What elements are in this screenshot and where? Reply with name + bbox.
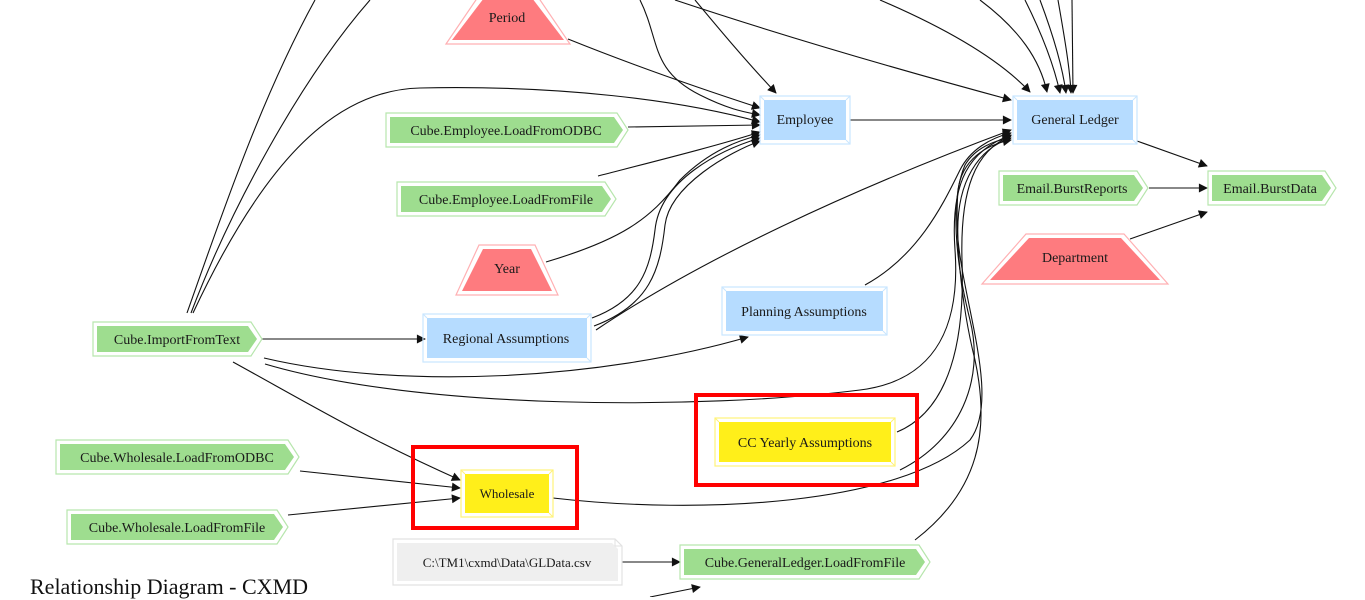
node-employee[interactable]: Employee [759, 95, 851, 145]
edge-regional-gl [595, 128, 1012, 331]
node-cc-yearly-assumptions[interactable]: CC Yearly Assumptions [714, 417, 896, 467]
edge [186, 0, 316, 314]
node-wholesale-load-from-odbc[interactable]: Cube.Wholesale.LoadFromODBC [55, 439, 300, 475]
node-period[interactable]: Period [444, 0, 572, 45]
edge-gl-burstdata [1136, 140, 1208, 168]
edge-empfile-employee [597, 130, 761, 177]
node-wholesale[interactable]: Wholesale [460, 469, 554, 518]
node-label: Cube.Wholesale.LoadFromFile [89, 521, 266, 536]
node-label: Cube.GeneralLedger.LoadFromFile [705, 556, 906, 571]
node-label: Cube.Employee.LoadFromODBC [410, 124, 601, 139]
edge-import-gl [264, 133, 1012, 404]
node-employee-load-from-file[interactable]: Cube.Employee.LoadFromFile [396, 181, 617, 217]
node-planning-assumptions[interactable]: Planning Assumptions [721, 286, 888, 336]
edge-regional-employee-2 [593, 139, 761, 327]
edge-import-employee [192, 87, 761, 314]
nodes: Period Employee General Ledger Cube.Empl… [55, 0, 1337, 586]
node-regional-assumptions[interactable]: Regional Assumptions [422, 313, 592, 363]
node-label: Email.BurstReports [1017, 182, 1128, 197]
edge-glfile-gl [914, 137, 1012, 541]
edges [186, 0, 1208, 597]
edge [190, 0, 371, 314]
edge-period-employee [567, 38, 761, 110]
highlight-box-wholesale [411, 445, 579, 530]
node-label: Department [1042, 251, 1108, 266]
highlight-boxes [411, 393, 919, 530]
edge [1039, 0, 1070, 94]
edge-ccyearly-gl [896, 134, 1012, 433]
edge-import-wholesale [232, 361, 461, 481]
edge-planning-gl [864, 130, 1012, 286]
edge [694, 0, 777, 94]
node-department[interactable]: Department [980, 233, 1170, 285]
node-year[interactable]: Year [455, 244, 559, 296]
edge [674, 0, 1012, 103]
node-label: Cube.ImportFromText [114, 333, 240, 348]
edge-import-planning [263, 334, 749, 378]
node-general-ledger[interactable]: General Ledger [1012, 95, 1138, 145]
edge-wholesale-gl [552, 136, 1012, 506]
edge [899, 137, 1012, 471]
edge-whfile-wholesale [287, 494, 461, 516]
edge-regional-employee [591, 136, 761, 319]
edge-empodbc-employee [627, 120, 761, 130]
edge [1068, 0, 1078, 94]
edge-year-employee [545, 132, 761, 263]
node-label: Regional Assumptions [443, 332, 569, 347]
edge [979, 0, 1050, 93]
highlight-box-cc-yearly [694, 393, 919, 487]
node-employee-load-from-odbc[interactable]: Cube.Employee.LoadFromODBC [385, 112, 629, 148]
node-label: General Ledger [1031, 113, 1119, 128]
edge [879, 0, 1031, 93]
node-label: Period [489, 11, 526, 26]
node-general-ledger-load-from-file[interactable]: Cube.GeneralLedger.LoadFromFile [679, 544, 931, 580]
edge-department-burstdata [1129, 210, 1208, 240]
node-gldata-csv[interactable]: C:\TM1\cxmd\Data\GLData.csv [392, 538, 623, 586]
node-label: Planning Assumptions [741, 305, 867, 320]
edge [1024, 0, 1063, 94]
node-email-burst-reports[interactable]: Email.BurstReports [998, 170, 1149, 206]
diagram-title: Relationship Diagram - CXMD [30, 574, 309, 599]
edge [639, 0, 761, 118]
node-label: Year [494, 262, 520, 277]
node-label: Email.BurstData [1223, 182, 1317, 197]
node-label: C:\TM1\cxmd\Data\GLData.csv [423, 555, 592, 570]
node-import-from-text[interactable]: Cube.ImportFromText [92, 321, 263, 357]
edge [649, 584, 701, 597]
node-label: CC Yearly Assumptions [738, 436, 872, 451]
node-label: Employee [777, 113, 834, 128]
node-label: Wholesale [480, 486, 535, 501]
node-label: Cube.Wholesale.LoadFromODBC [80, 451, 274, 466]
node-email-burst-data[interactable]: Email.BurstData [1207, 170, 1337, 206]
node-wholesale-load-from-file[interactable]: Cube.Wholesale.LoadFromFile [66, 509, 289, 545]
node-label: Cube.Employee.LoadFromFile [419, 193, 593, 208]
edge [1057, 0, 1076, 94]
edge-whodbc-wholesale [299, 470, 461, 492]
